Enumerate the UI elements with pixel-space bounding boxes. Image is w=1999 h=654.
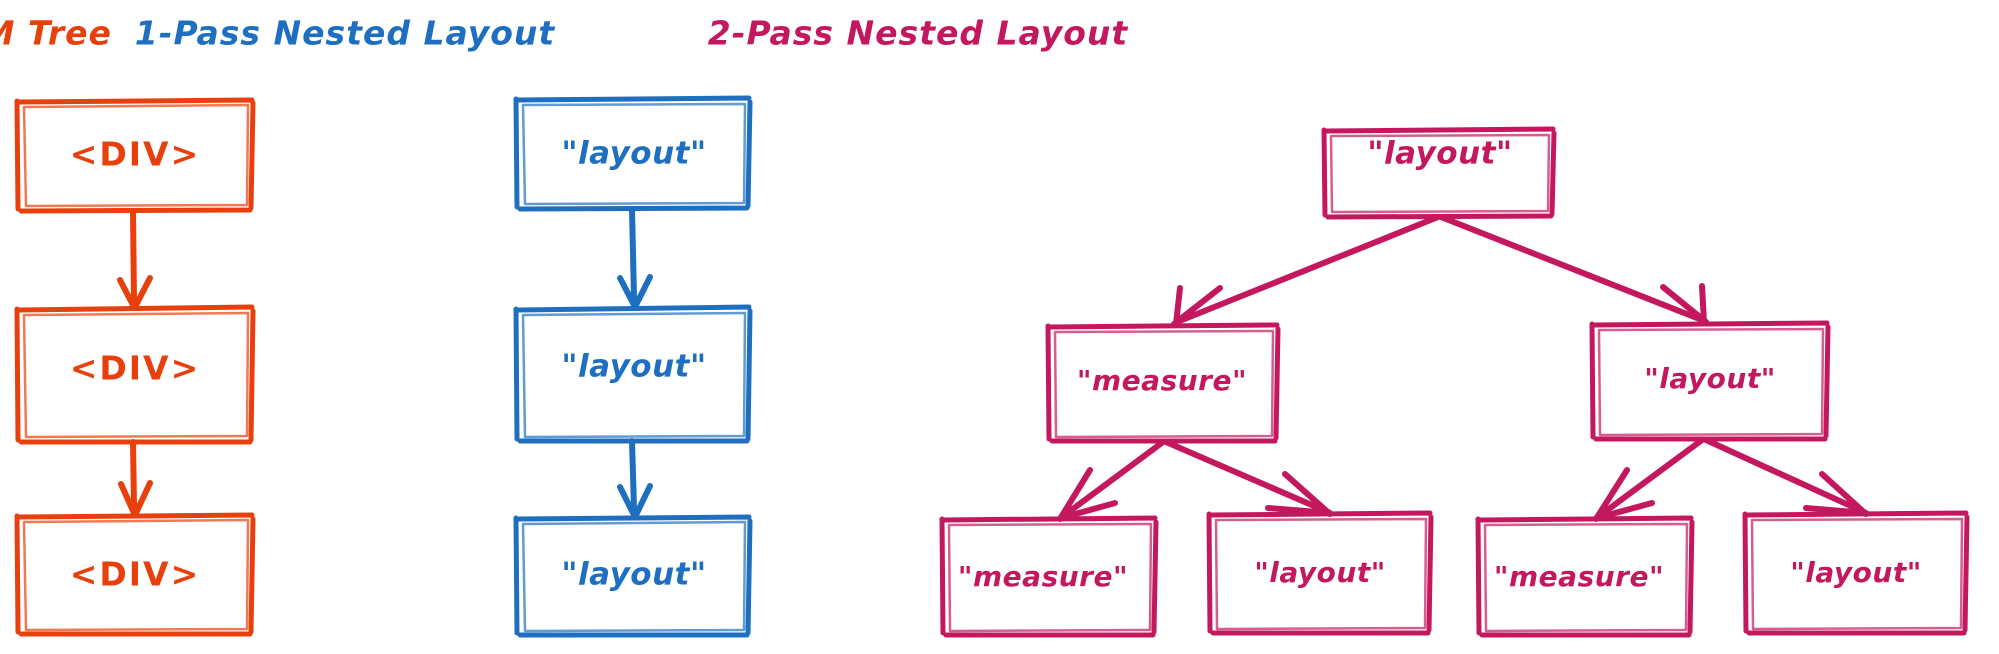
dom-node-2[interactable]: <DIV>: [14, 304, 256, 445]
blue-node-2-frame: [513, 304, 753, 444]
blue-node-3-label: "layout": [561, 557, 706, 593]
pink-mid-right-frame-alt: [1597, 327, 1825, 437]
pink-edge-midleft-leaf1-shaft: [1059, 439, 1166, 520]
pink-edge-midright-leaf3: [1593, 437, 1705, 522]
pink-edge-root-midright-arrowhead: [1660, 283, 1709, 325]
pink-leaf-3-label: "measure": [1494, 560, 1664, 593]
dom-node-1-frame-alt: [22, 103, 250, 208]
pink-leaf-3-frame-alt: [1483, 522, 1689, 633]
blue-edge-2-shaft: [629, 438, 637, 511]
pink-root[interactable]: "layout": [1321, 126, 1557, 220]
pink-leaf-4-frame-alt: [1750, 517, 1964, 631]
dom-node-2-frame-alt: [22, 311, 250, 439]
dom-edge-1-shaft: [130, 208, 137, 303]
pink-leaf-4-label: "layout": [1790, 556, 1922, 589]
pink-mid-left[interactable]: "measure": [1045, 322, 1281, 444]
blue-node-3[interactable]: "layout": [513, 514, 753, 638]
dom-edge-2: [118, 439, 153, 516]
blue-edge-1-shaft: [629, 206, 637, 301]
heading-two-pass: 2-Pass Nested Layout: [708, 14, 1129, 53]
pink-edge-root-midleft-arrowhead: [1171, 285, 1223, 327]
pink-leaf-2-frame-alt: [1214, 517, 1428, 631]
pink-edge-midright-leaf3-shaft: [1595, 437, 1705, 520]
heading-dom-tree: DOM Tree: [0, 14, 112, 53]
heading-one-pass: 1-Pass Nested Layout: [135, 14, 556, 53]
dom-edge-2-shaft: [130, 439, 137, 508]
pink-edge-midleft-leaf2: [1163, 439, 1333, 517]
dom-edge-1: [117, 208, 153, 310]
pink-leaf-3-frame: [1475, 515, 1695, 638]
pink-leaf-2-label: "layout": [1254, 556, 1386, 589]
pink-mid-left-label: "measure": [1077, 364, 1247, 397]
blue-node-1-label: "layout": [561, 136, 706, 172]
pink-leaf-1-frame-alt: [947, 522, 1153, 633]
blue-node-2-frame-alt: [521, 311, 747, 439]
pink-edge-midleft-leaf1: [1057, 439, 1166, 522]
dom-node-3-frame-alt: [22, 518, 250, 632]
pink-root-frame: [1321, 126, 1557, 220]
pink-mid-right[interactable]: "layout": [1589, 320, 1831, 442]
pink-edge-midright-leaf4: [1703, 437, 1869, 517]
pink-leaf-1-label: "measure": [958, 560, 1128, 593]
pink-leaf-1[interactable]: "measure": [939, 515, 1159, 638]
pink-mid-right-frame: [1589, 320, 1831, 442]
pink-leaf-4[interactable]: "layout": [1742, 510, 1970, 636]
dom-node-1-frame: [14, 97, 256, 214]
section-dom-tree: DOM Tree <DIV> <DIV>: [0, 14, 256, 637]
pink-mid-right-label: "layout": [1644, 362, 1776, 395]
pink-edge-root-midright: [1438, 214, 1709, 325]
pink-mid-left-frame: [1045, 322, 1281, 444]
pink-edge-midright-leaf4-shaft: [1703, 437, 1867, 515]
blue-node-2[interactable]: "layout": [513, 304, 753, 444]
pink-edge-root-midleft-shaft: [1174, 214, 1441, 325]
section-one-pass: 1-Pass Nested Layout "layout" "layout": [135, 14, 753, 638]
pink-edge-midleft-leaf2-shaft: [1163, 439, 1331, 515]
blue-edge-1: [617, 206, 653, 308]
pink-edge-root-midleft: [1171, 214, 1441, 327]
dom-node-2-frame: [14, 304, 256, 445]
pink-leaf-3[interactable]: "measure": [1475, 515, 1695, 638]
section-two-pass: 2-Pass Nested Layout "layout" ": [708, 14, 1970, 638]
dom-node-3-label: <DIV>: [70, 555, 201, 594]
pink-leaf-2[interactable]: "layout": [1206, 510, 1434, 636]
dom-node-3[interactable]: <DIV>: [14, 512, 256, 637]
pink-edge-midright-leaf4-arrowhead: [1803, 471, 1869, 517]
pink-leaf-2-frame: [1206, 510, 1434, 636]
pink-leaf-4-frame: [1742, 510, 1970, 636]
blue-edge-2-arrowhead: [617, 483, 653, 518]
pink-leaf-1-frame: [939, 515, 1159, 638]
dom-edge-1-arrowhead: [117, 275, 153, 310]
pink-edge-midleft-leaf2-arrowhead: [1265, 471, 1333, 517]
dom-node-1[interactable]: <DIV>: [14, 97, 256, 214]
blue-edge-1-arrowhead: [617, 274, 653, 308]
pink-root-label: "layout": [1367, 136, 1512, 172]
dom-node-3-frame: [14, 512, 256, 637]
pink-edge-root-midright-shaft: [1438, 214, 1705, 323]
blue-node-2-label: "layout": [561, 349, 706, 385]
pink-mid-left-frame-alt: [1053, 329, 1275, 439]
dom-node-2-label: <DIV>: [70, 349, 201, 388]
blue-node-1-frame: [513, 95, 753, 212]
dom-node-1-label: <DIV>: [70, 135, 201, 174]
blue-node-1-frame-alt: [521, 102, 747, 206]
dom-edge-2-arrowhead: [118, 480, 153, 516]
pink-edge-midright-leaf3-arrowhead: [1593, 467, 1655, 522]
blue-node-3-frame: [513, 514, 753, 638]
blue-node-3-frame-alt: [521, 520, 747, 633]
blue-node-1[interactable]: "layout": [513, 95, 753, 212]
pink-edge-midleft-leaf1-arrowhead: [1057, 467, 1118, 522]
pink-root-frame-alt: [1329, 133, 1551, 214]
blue-edge-2: [617, 438, 653, 518]
